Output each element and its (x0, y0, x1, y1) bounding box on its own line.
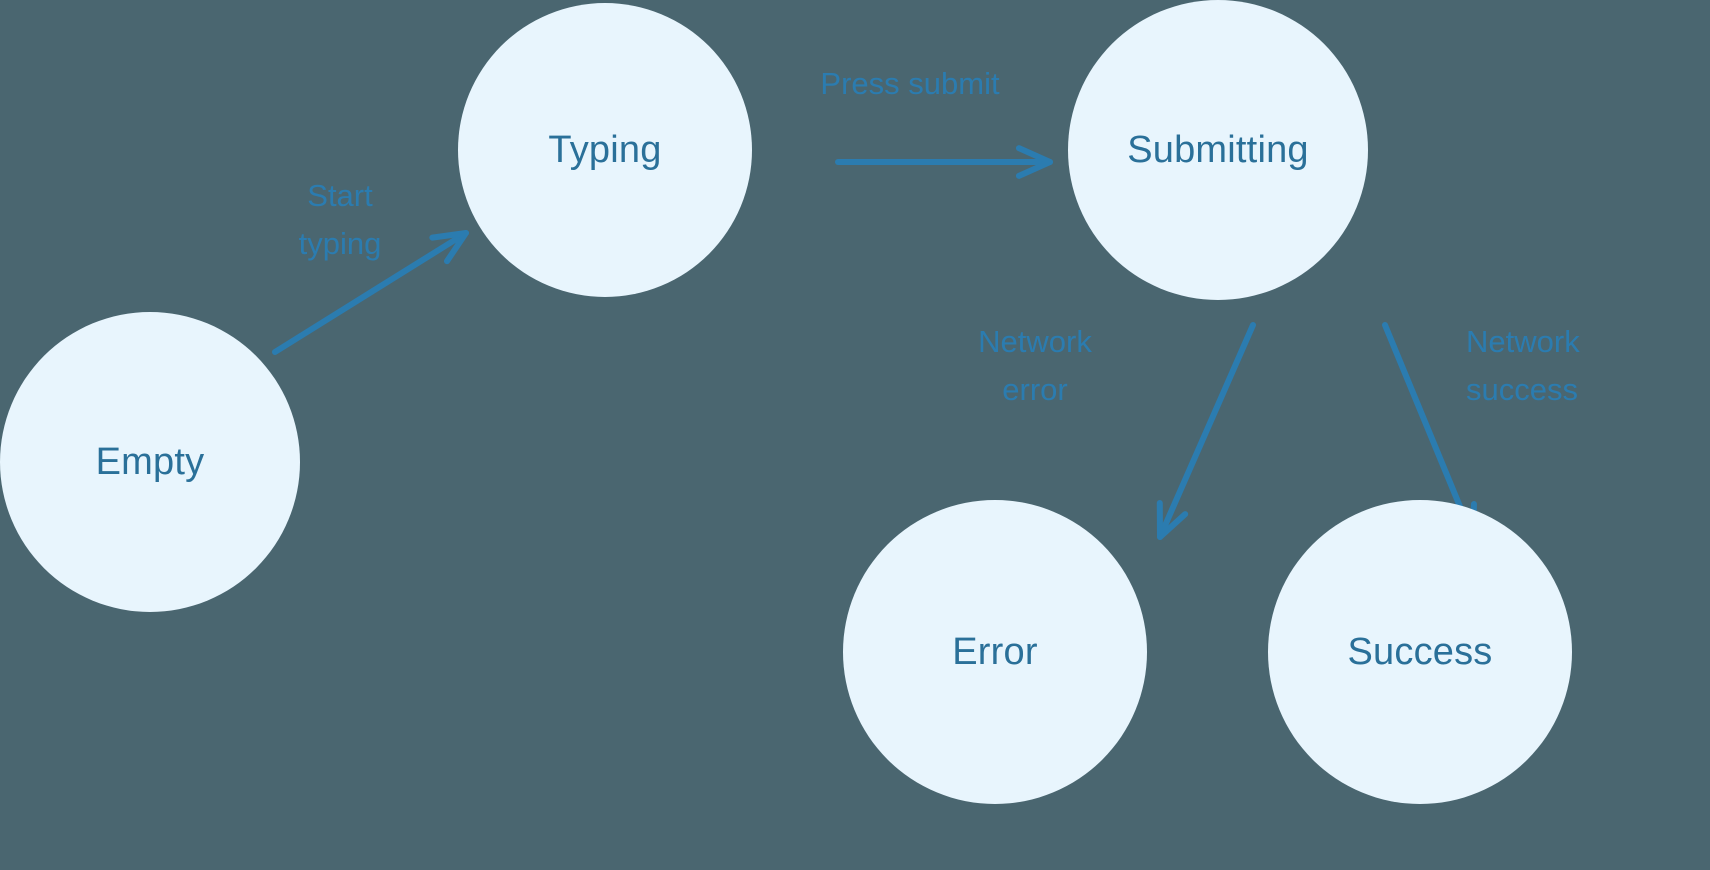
edge-line-network-success (1382, 322, 1476, 541)
edge-arrowhead-press-submit (1015, 145, 1053, 179)
state-node-label-empty: Empty (95, 441, 205, 483)
state-node-typing[interactable]: Typing (458, 3, 752, 297)
edge-arrowhead-network-error (1156, 500, 1189, 540)
state-node-success[interactable]: Success (1268, 500, 1572, 804)
edge-line-network-error (1157, 322, 1256, 540)
edge-label-press-submit: Press submit (820, 66, 1000, 101)
edges-group (272, 145, 1477, 541)
edge-label-network-success: Network success (1466, 324, 1580, 408)
edge-label-network-error: Network error (978, 324, 1092, 408)
edge-label-start-typing: Start typing (298, 178, 382, 262)
edge-line-start-typing (272, 230, 469, 355)
state-node-error[interactable]: Error (843, 500, 1147, 804)
state-node-label-submitting: Submitting (1127, 129, 1309, 171)
state-node-submitting[interactable]: Submitting (1068, 0, 1368, 300)
state-node-label-error: Error (952, 631, 1038, 673)
state-node-label-typing: Typing (548, 129, 662, 171)
edge-arrowhead-start-typing (429, 230, 469, 265)
state-node-label-success: Success (1347, 631, 1493, 673)
state-node-empty[interactable]: Empty (0, 312, 300, 612)
